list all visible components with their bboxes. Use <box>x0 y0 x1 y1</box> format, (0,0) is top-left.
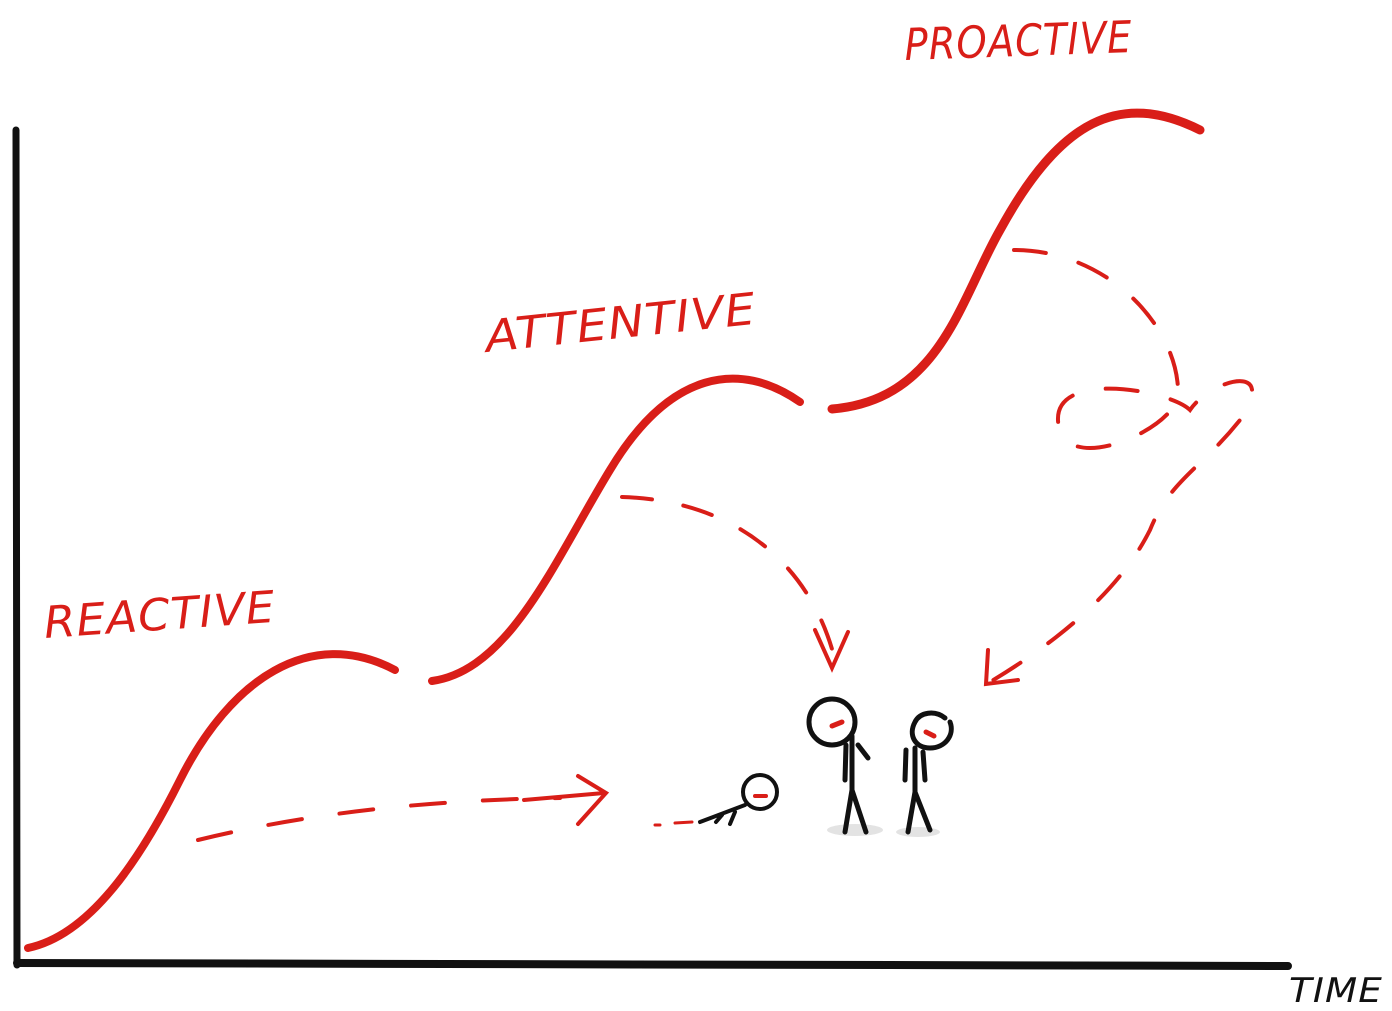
axes <box>12 126 1292 970</box>
proactive-dashed-path <box>988 248 1255 684</box>
stage-curves <box>24 108 1205 952</box>
label-time: TIME <box>1289 971 1383 1011</box>
x-axis <box>13 959 1292 970</box>
reactive-arrow-shaft <box>522 791 606 802</box>
label-attentive: ATTENTIVE <box>480 284 759 363</box>
attentive-curve <box>428 374 804 685</box>
standing-figure-left-head <box>806 696 858 748</box>
proactive-arrow-head <box>983 648 1020 687</box>
reactive-curve <box>24 650 399 952</box>
figure-shadow <box>827 824 883 836</box>
reactive-dashed-path <box>196 796 562 842</box>
dashed-paths <box>196 248 1255 842</box>
reactive-arrow-head <box>576 774 610 826</box>
standing-figure-right-mouth <box>923 729 937 739</box>
y-axis <box>12 126 21 969</box>
small-dots <box>653 820 694 827</box>
figure-shadow <box>896 827 940 837</box>
standing-figure-right <box>902 710 954 835</box>
label-proactive: PROACTIVE <box>904 12 1134 71</box>
standing-figure-right-body <box>902 745 933 835</box>
standing-figure-left-body <box>842 733 871 835</box>
standing-figure-right-head <box>909 710 954 751</box>
attentive-arrow-head <box>813 628 850 673</box>
proactive-curve <box>827 108 1205 414</box>
crawling-figure <box>698 773 779 826</box>
attentive-dashed-path <box>620 495 837 662</box>
labels: REACTIVE ATTENTIVE PROACTIVE TIME <box>42 12 1383 1011</box>
standing-figure-left-mouth <box>829 719 845 729</box>
label-reactive: REACTIVE <box>42 582 277 649</box>
figures <box>698 696 954 837</box>
standing-figure-left <box>806 696 871 835</box>
crawling-figure-body <box>698 803 747 826</box>
crawling-figure-head <box>741 773 779 811</box>
